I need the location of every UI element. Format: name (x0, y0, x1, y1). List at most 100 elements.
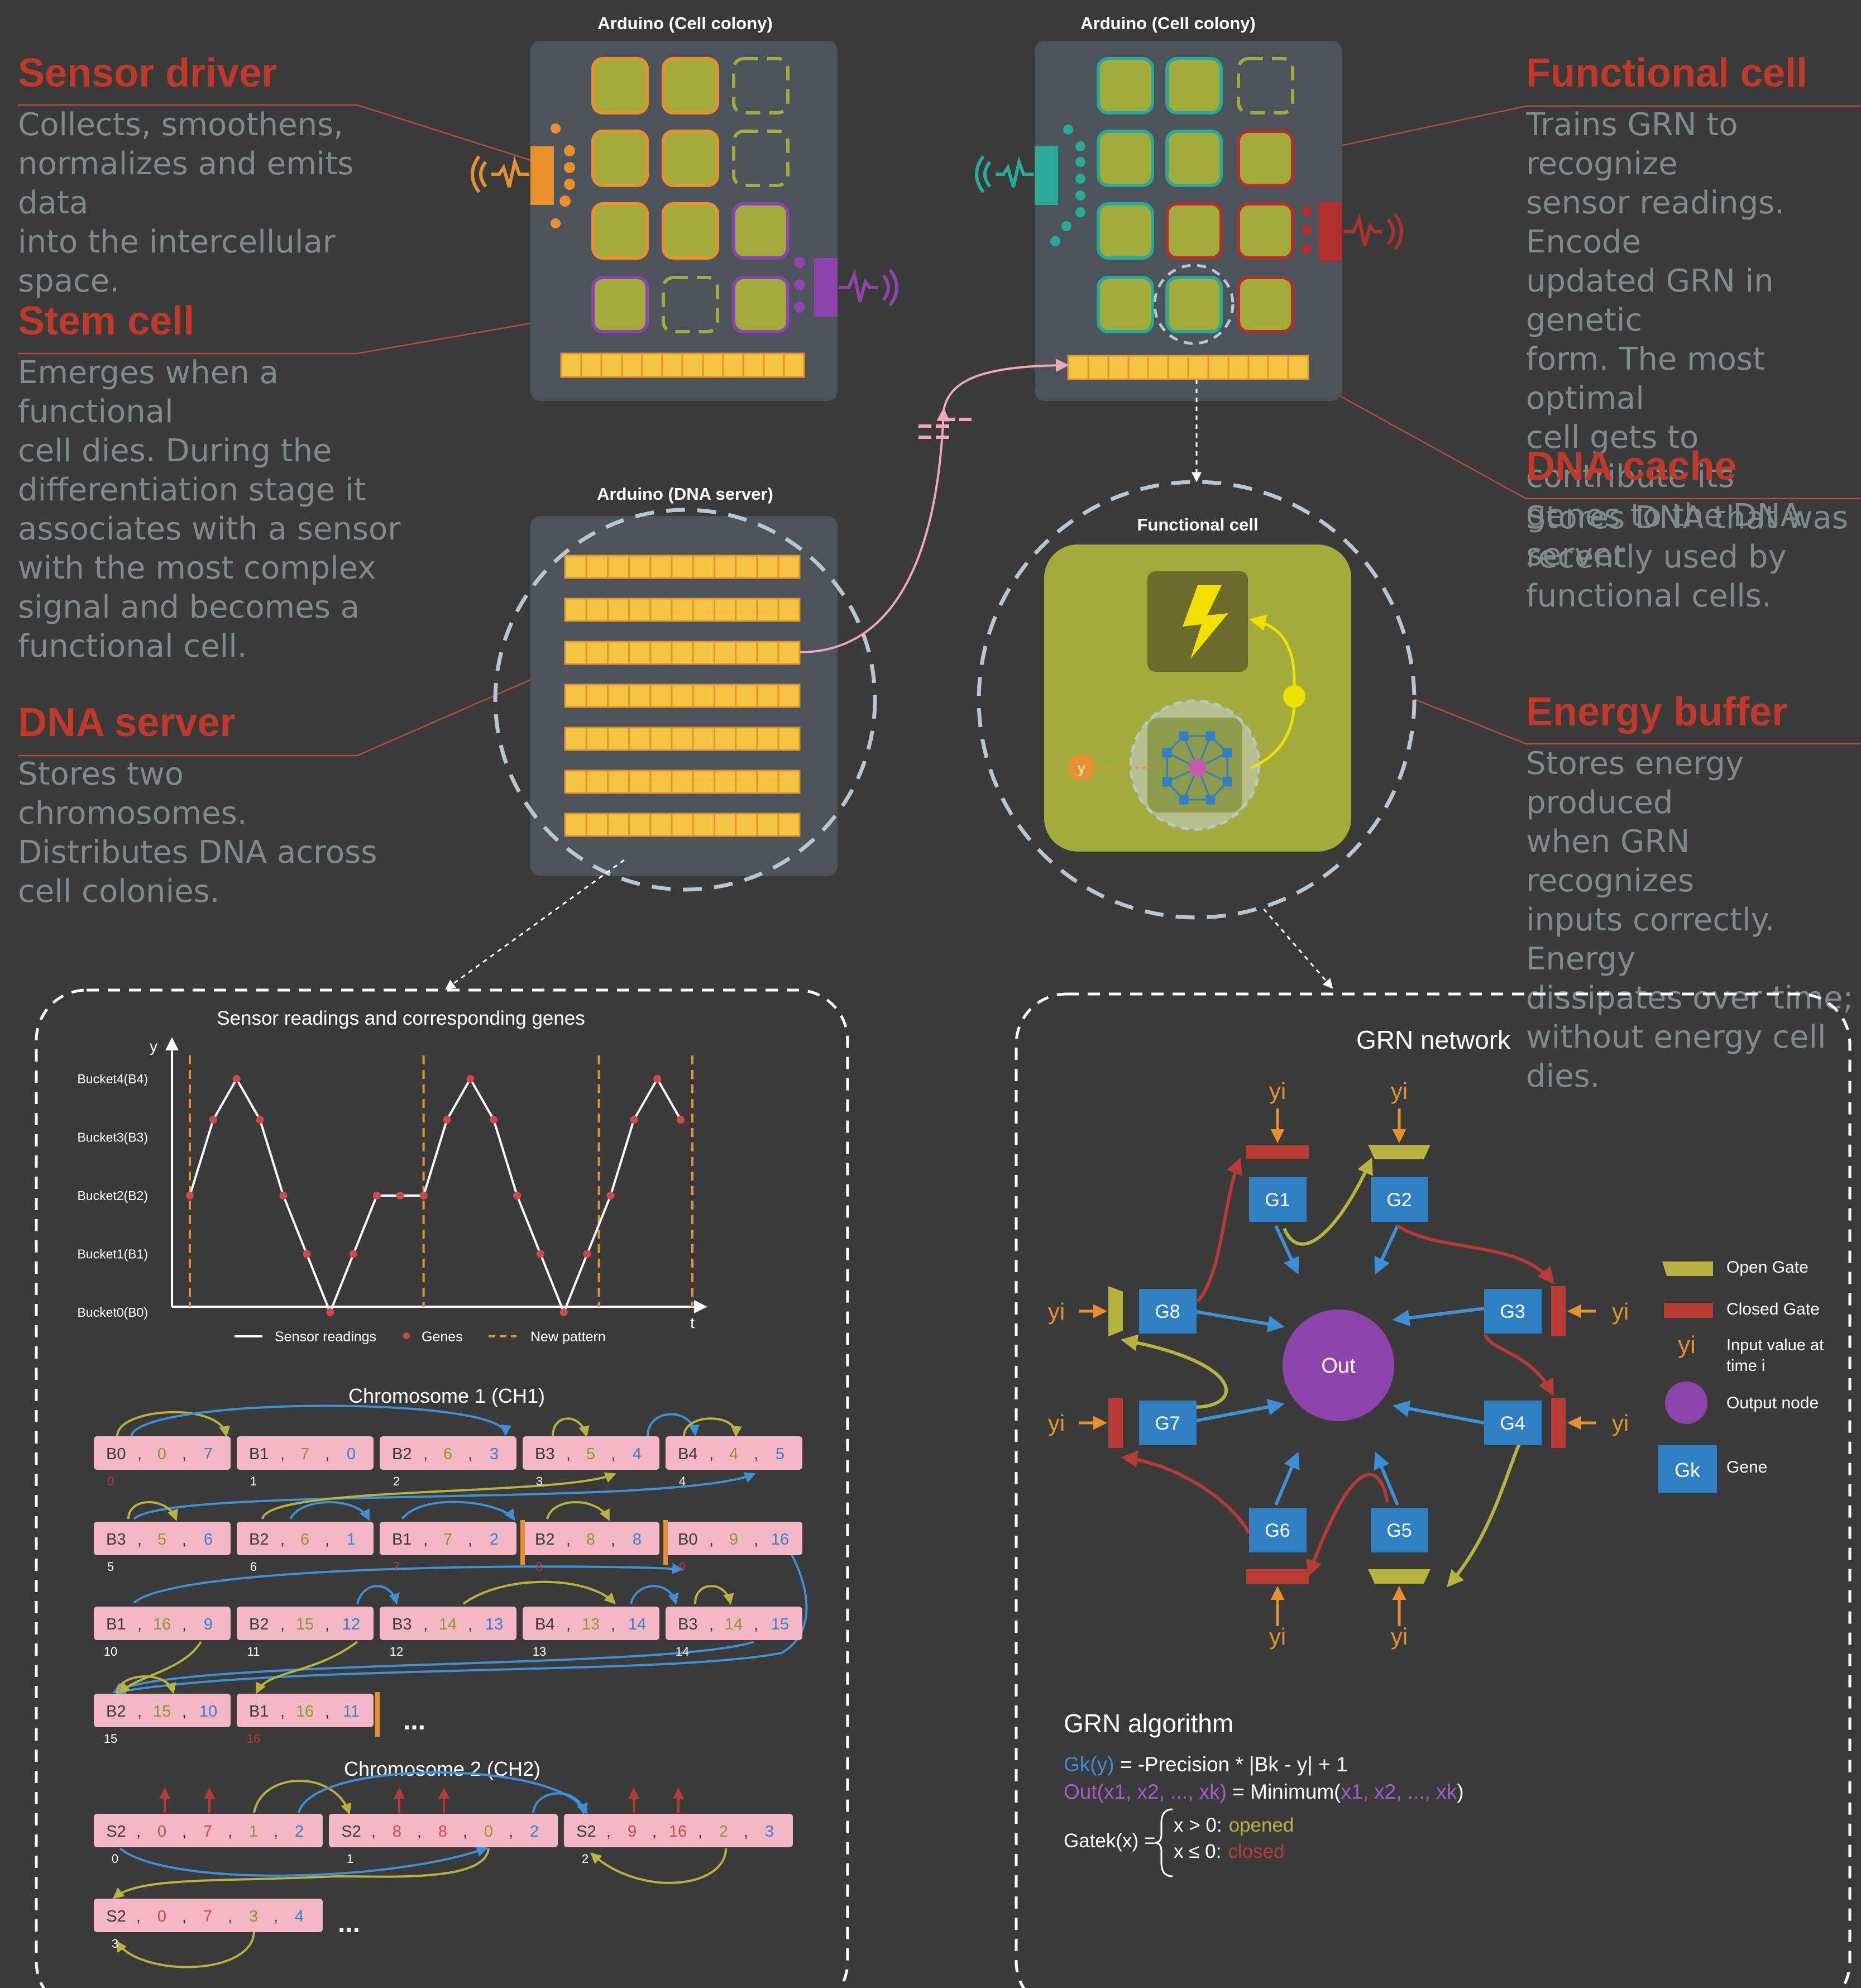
chart-x-letter: t (690, 1314, 695, 1331)
dna-transfer-path-2 (943, 359, 1069, 411)
input-label: yi (1612, 1298, 1629, 1325)
input-label: yi (1048, 1410, 1065, 1436)
output-node-label: Out (1321, 1354, 1356, 1378)
algorithm-gene-formula: Gk(y) = -Precision * |Bk - y| + 1 (1064, 1753, 1348, 1776)
svg-text:8: 8 (586, 1531, 595, 1549)
functional-cell-text: Trains GRN to recognize sensor readings.… (1526, 107, 1802, 574)
legend-closed-gate-icon (1664, 1303, 1713, 1318)
grn-mini-network (1162, 731, 1232, 805)
svg-text:6: 6 (204, 1531, 213, 1549)
svg-text:2: 2 (393, 1474, 400, 1488)
gene-point (443, 1116, 451, 1124)
svg-text:14: 14 (439, 1616, 457, 1633)
svg-text:8: 8 (393, 1823, 401, 1841)
svg-text:0: 0 (157, 1823, 166, 1841)
chromosome1-gene: B1,16,910 (94, 1607, 231, 1659)
colony-right-title: Arduino (Cell colony) (1080, 13, 1255, 33)
svg-text:B2: B2 (249, 1616, 269, 1633)
empty-cell-slot (732, 57, 790, 114)
cell (1097, 276, 1154, 333)
svg-text:4: 4 (729, 1445, 738, 1463)
svg-text:S2: S2 (576, 1823, 596, 1841)
gene-point (653, 1075, 662, 1083)
gene-point (606, 1192, 615, 1200)
dna-cache-description: DNA cache Stores DNA that was recently u… (1526, 445, 1861, 616)
svg-text:7: 7 (393, 1560, 400, 1574)
svg-text:9: 9 (628, 1823, 637, 1841)
chromosome2-gene: S2,8,8,0,21 (329, 1814, 558, 1866)
svg-text:7: 7 (203, 1823, 212, 1841)
svg-text:6: 6 (443, 1445, 452, 1463)
svg-text:,: , (611, 1616, 615, 1633)
svg-text:11: 11 (247, 1645, 260, 1659)
svg-text:0: 0 (112, 1852, 118, 1866)
chromosome2-gene: S2,0,7,1,20 (94, 1814, 323, 1866)
dna-server-leader (18, 669, 553, 757)
legend-input-symbol: yi (1678, 1331, 1696, 1359)
svg-text:,: , (137, 1445, 142, 1463)
algorithm-title: GRN algorithm (1064, 1709, 1233, 1738)
functional-cell-zoom-title: Functional cell (1137, 515, 1258, 534)
cell-input-node (1068, 754, 1095, 781)
svg-text:,: , (280, 1616, 285, 1633)
lightning-icon (1183, 585, 1228, 659)
grn-edges (1121, 1157, 1554, 1588)
svg-text:5: 5 (586, 1445, 595, 1463)
gene-point (350, 1250, 358, 1258)
svg-text:,: , (754, 1616, 758, 1633)
gene-point (559, 1308, 568, 1316)
energy-buffer-title: Energy buffer (1526, 690, 1788, 734)
colony-left-title: Arduino (Cell colony) (597, 13, 772, 33)
gate-case-closed: x ≤ 0:closed (1174, 1841, 1285, 1862)
svg-text:9: 9 (729, 1531, 738, 1549)
dna-strip (564, 813, 801, 837)
svg-text:,: , (709, 1445, 714, 1463)
colony-left-cells (591, 57, 790, 333)
gene-g1: G1 (1249, 1177, 1307, 1222)
gene-point (536, 1250, 544, 1258)
dna-strip (564, 598, 801, 622)
svg-text:1: 1 (347, 1531, 356, 1549)
svg-text:3: 3 (490, 1445, 499, 1463)
functional-cell-description: Functional cell Trains GRN to recognize … (1526, 51, 1861, 575)
svg-text:2: 2 (530, 1823, 539, 1841)
svg-text:,: , (137, 1616, 142, 1633)
algorithm-gate-lhs: Gatek(x) = (1064, 1830, 1155, 1852)
svg-text:16: 16 (153, 1616, 171, 1633)
dna-server-strips (564, 555, 801, 837)
gene-point (513, 1192, 522, 1200)
svg-text:0: 0 (107, 1474, 114, 1488)
chromosome1-gene: B0,0,70 (94, 1436, 231, 1488)
svg-text:13: 13 (485, 1616, 503, 1633)
dna-cache-strip-right (1067, 355, 1309, 380)
chromosome2: S2,0,7,1,20S2,8,8,0,21S2,9,16,2,32S2,0,7… (94, 1814, 793, 1951)
svg-text:4: 4 (679, 1474, 686, 1488)
svg-text:S2: S2 (106, 1908, 126, 1925)
y-tick-label: Bucket0(B0) (77, 1305, 148, 1320)
svg-text:7: 7 (203, 1908, 212, 1925)
svg-text:1: 1 (347, 1852, 353, 1866)
dna-strip (564, 641, 801, 665)
svg-text:,: , (182, 1908, 186, 1925)
chromosome1-gene: B0,9,169 (666, 1522, 802, 1574)
sensor-teal (975, 125, 1085, 246)
svg-text:G2: G2 (1386, 1189, 1412, 1211)
sensor-red (1302, 202, 1403, 261)
cell (1097, 202, 1154, 260)
svg-text:,: , (280, 1703, 285, 1721)
sensor-purple (794, 257, 898, 317)
gene-point (466, 1075, 475, 1083)
gene-point (490, 1116, 498, 1124)
input-label: yi (1269, 1623, 1286, 1650)
svg-text:,: , (182, 1616, 186, 1633)
chromosome1-gene: B2,8,88 (523, 1522, 659, 1574)
svg-text:10: 10 (104, 1645, 117, 1659)
svg-text:,: , (423, 1616, 428, 1633)
highlight-ring (1153, 264, 1235, 345)
svg-text:,: , (137, 1703, 142, 1721)
legend-open-gate: Open Gate (1726, 1258, 1809, 1277)
highlighted-cell (1165, 276, 1223, 333)
